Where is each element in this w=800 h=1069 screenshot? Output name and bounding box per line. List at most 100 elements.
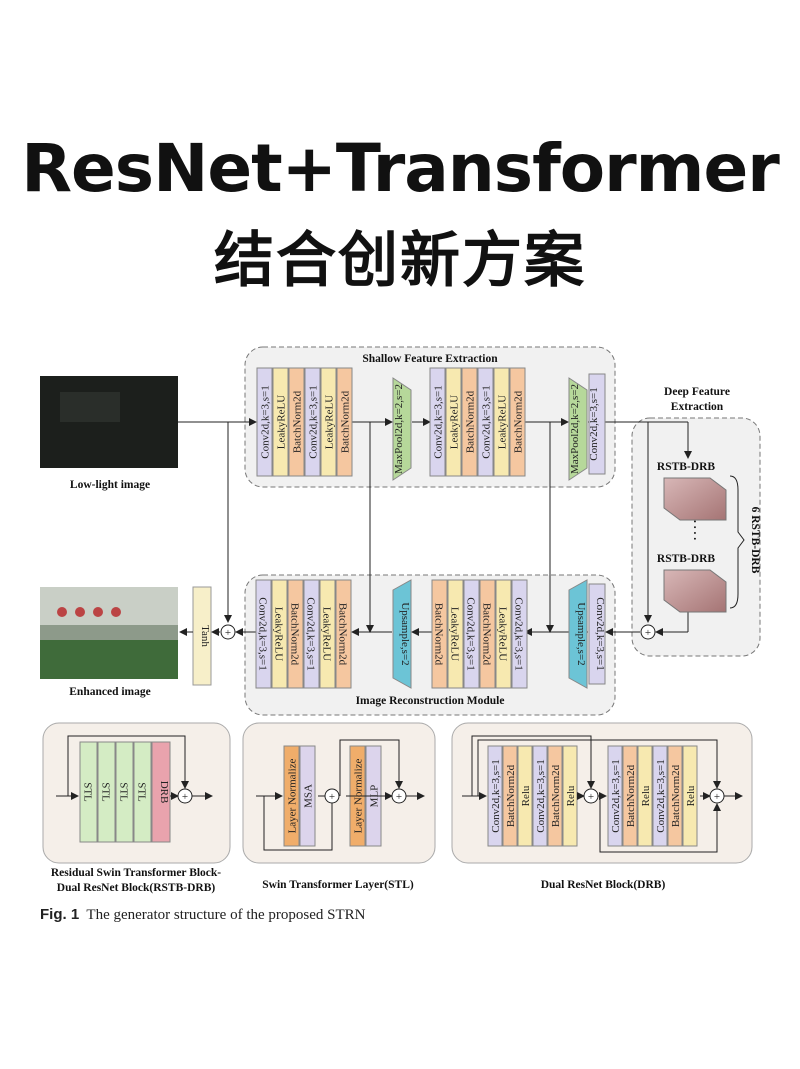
layer-label: BatchNorm2d: [481, 603, 493, 666]
upsample-2: Upsample,s=2: [568, 579, 588, 689]
layer-label: BatchNorm2d: [550, 764, 562, 827]
maxpool-1: MaxPool2d,k=2,s=2: [392, 377, 412, 481]
figure-caption-number: Fig. 1: [40, 906, 80, 923]
layer-block: [607, 745, 623, 847]
layer-block: [336, 367, 353, 477]
layer-block: [447, 579, 464, 689]
layer-label: BatchNorm2d: [433, 603, 445, 666]
layer-block: [463, 579, 480, 689]
svg-text:+: +: [329, 791, 335, 803]
plus-node-drb-2: +: [709, 788, 725, 804]
layer-label: LeakyReLU: [449, 607, 461, 661]
layer-label: Conv2d,k=3,s=1: [535, 759, 547, 833]
layer-block: [256, 367, 273, 477]
drb-caption: Dual ResNet Block(DRB): [541, 879, 666, 891]
rstb-cube-2: RSTB-DRB: [657, 553, 727, 613]
rstb-caption-2: Dual ResNet Block(RSTB-DRB): [57, 882, 216, 894]
layer-label: LeakyReLU: [497, 395, 509, 449]
svg-text:+: +: [588, 791, 594, 803]
layer-label: Conv2d,k=3,s=1: [260, 385, 272, 459]
svg-text:Conv2d,k=3,s=1: Conv2d,k=3,s=1: [594, 597, 606, 671]
rstb-brace: [729, 475, 745, 609]
shallow-feature-title: Shallow Feature Extraction: [362, 353, 498, 365]
layer-label: BatchNorm2d: [465, 390, 477, 453]
svg-text:MaxPool2d,k=2,s=2: MaxPool2d,k=2,s=2: [393, 384, 405, 474]
svg-text:DRB: DRB: [158, 781, 170, 804]
rstb-repeat-label: 6 RSTB-DRB: [749, 507, 761, 574]
rstb-dots: . . . .: [691, 520, 703, 540]
low-light-label: Low-light image: [70, 479, 150, 491]
tanh-block: [192, 586, 212, 686]
layer-label: STL: [118, 782, 130, 802]
figure-caption-text: The generator structure of the proposed …: [86, 907, 366, 923]
layer-block: [429, 367, 446, 477]
page-title-line2: 结合创新方案: [214, 226, 586, 296]
layer-label: LeakyReLU: [497, 607, 509, 661]
layer-label: BatchNorm2d: [625, 764, 637, 827]
layer-block: [517, 745, 533, 847]
layer-label: Conv2d,k=3,s=1: [513, 597, 525, 671]
layer-label: STL: [82, 782, 94, 802]
layer-label: LeakyReLU: [449, 395, 461, 449]
svg-text:MaxPool2d,k=2,s=2: MaxPool2d,k=2,s=2: [569, 384, 581, 474]
stl-layer-label: Layer Normalize: [287, 758, 299, 833]
layer-block: [461, 367, 478, 477]
layer-label: BatchNorm2d: [513, 390, 525, 453]
layer-label: LeakyReLU: [273, 607, 285, 661]
svg-text:Upsample,s=2: Upsample,s=2: [575, 602, 587, 665]
svg-text:+: +: [645, 627, 651, 639]
layer-label: STL: [100, 782, 112, 802]
conv-last: Conv2d,k=3,s=1: [588, 373, 606, 475]
enhanced-image: [40, 587, 178, 679]
deep-feature-title-1: Deep Feature: [664, 386, 730, 398]
layer-block: [304, 367, 321, 477]
layer-label: Conv2d,k=3,s=1: [490, 759, 502, 833]
rstb-cube-1: RSTB-DRB: [657, 461, 727, 521]
layer-block: [115, 741, 134, 843]
maxpool-2: MaxPool2d,k=2,s=2: [568, 377, 588, 481]
tanh-label: Tanh: [199, 625, 211, 647]
layer-block: [445, 367, 462, 477]
layer-block: [320, 367, 337, 477]
layer-block: [652, 745, 668, 847]
layer-block: [502, 745, 518, 847]
layer-block: [133, 741, 152, 843]
svg-text:+: +: [396, 791, 402, 803]
layer-block: [532, 745, 548, 847]
svg-text:RSTB-DRB: RSTB-DRB: [657, 461, 715, 473]
plus-node-stl-1: +: [324, 788, 340, 804]
layer-block: [335, 579, 352, 689]
layer-block: [477, 367, 494, 477]
stl-layer-block: [299, 745, 316, 847]
layer-block: [255, 579, 272, 689]
layer-block: [487, 745, 503, 847]
layer-block: [622, 745, 638, 847]
layer-block: [667, 745, 683, 847]
svg-text:RSTB-DRB: RSTB-DRB: [657, 553, 715, 565]
layer-block: [272, 367, 289, 477]
plus-node-rstb: +: [177, 788, 193, 804]
svg-text:+: +: [714, 791, 720, 803]
layer-block: [287, 579, 304, 689]
rstb-caption-1: Residual Swin Transformer Block-: [51, 867, 221, 879]
layer-block: [319, 579, 336, 689]
layer-block: [79, 741, 98, 843]
layer-label: Conv2d,k=3,s=1: [308, 385, 320, 459]
layer-block: [509, 367, 526, 477]
plus-node-stl-2: +: [391, 788, 407, 804]
layer-label: Relu: [685, 785, 697, 806]
plus-node-deep: +: [640, 624, 656, 640]
layer-label: Relu: [520, 785, 532, 806]
stl-layer-block: [283, 745, 300, 847]
layer-label: BatchNorm2d: [289, 603, 301, 666]
reconstruction-title: Image Reconstruction Module: [356, 695, 505, 707]
layer-label: Conv2d,k=3,s=1: [257, 597, 269, 671]
layer-label: BatchNorm2d: [337, 603, 349, 666]
layer-label: Conv2d,k=3,s=1: [655, 759, 667, 833]
upsample-1: Upsample,s=2: [392, 579, 412, 689]
